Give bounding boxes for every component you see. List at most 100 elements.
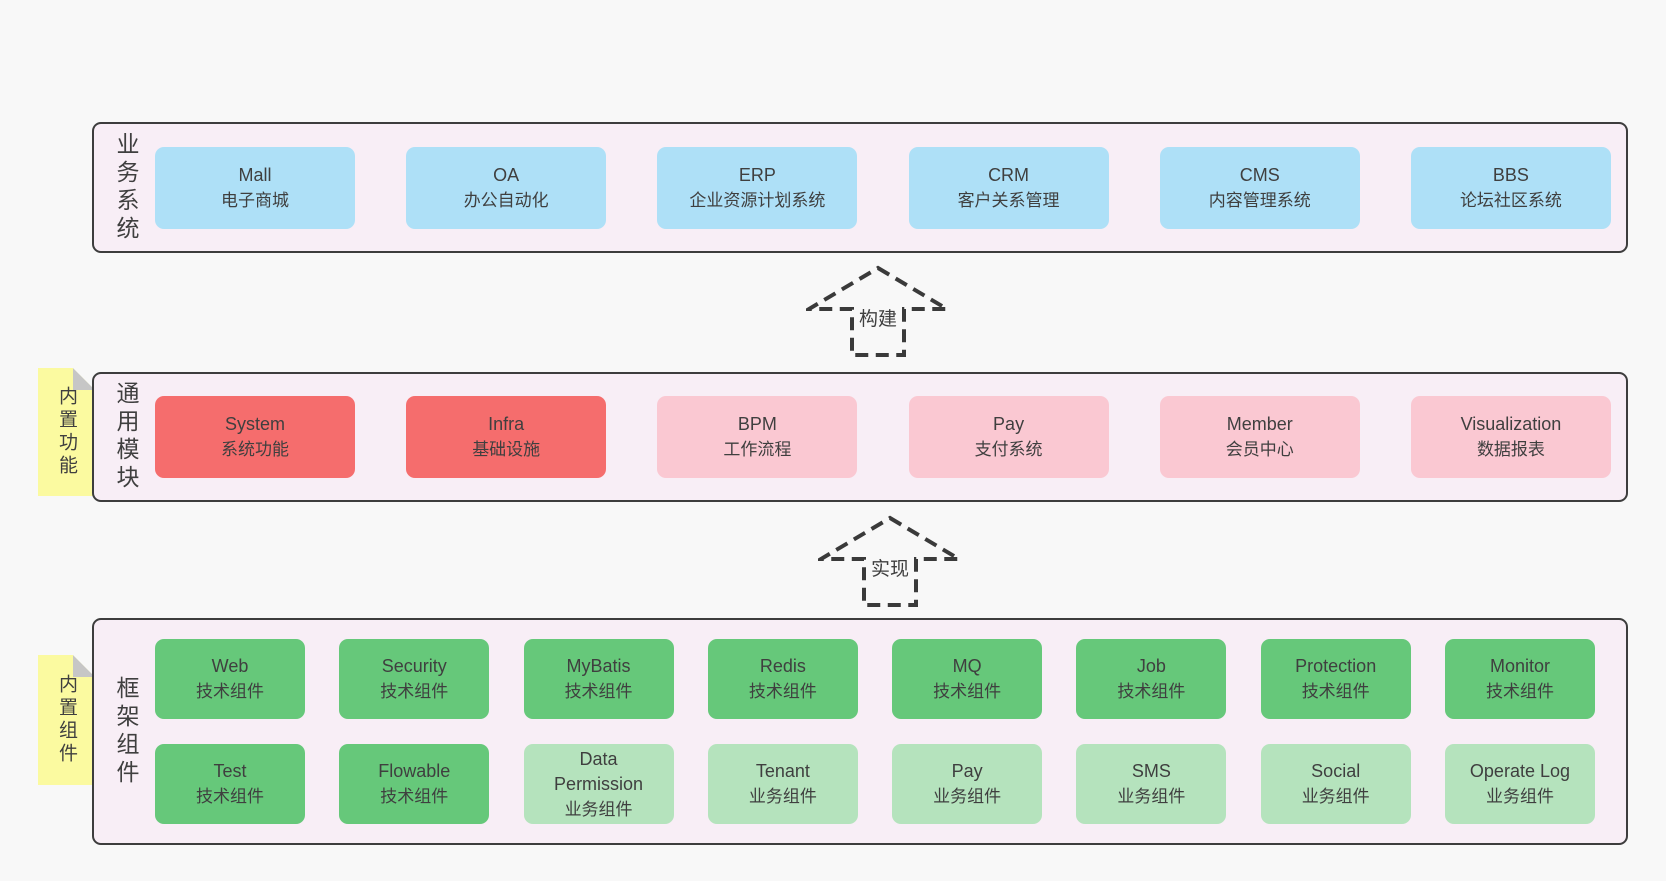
module-subtitle: 技术组件 <box>564 682 633 701</box>
sticky-note-built-in-components: 内置组件 <box>38 655 95 785</box>
module-subtitle: 业务组件 <box>1485 787 1554 806</box>
module-box-web: Web 技术组件 <box>155 639 305 719</box>
module-box-mq: MQ 技术组件 <box>892 639 1043 719</box>
module-name: Web <box>211 656 249 676</box>
sticky-note-built-in-features: 内置功能 <box>38 368 95 496</box>
module-box-tenant: Tenant 业务组件 <box>707 744 858 824</box>
module-name: System <box>224 414 285 434</box>
module-box-crm: CRM 客户关系管理 <box>908 146 1109 229</box>
module-name: SMS <box>1131 761 1171 781</box>
module-box-protection: Protection 技术组件 <box>1260 639 1411 719</box>
module-box-monitor: Monitor 技术组件 <box>1444 639 1595 719</box>
module-subtitle: 技术组件 <box>933 682 1002 701</box>
module-name: Protection <box>1295 656 1377 676</box>
module-box-social: Social 业务组件 <box>1260 744 1411 824</box>
module-name: BBS <box>1492 164 1529 185</box>
module-box-flowable: Flowable 技术组件 <box>339 744 490 824</box>
module-subtitle: 电子商城 <box>221 190 289 210</box>
module-name: BPM <box>737 414 777 434</box>
module-name: ERP <box>738 164 776 185</box>
up-arrow-icon <box>806 265 950 357</box>
module-subtitle: 技术组件 <box>1117 682 1186 701</box>
module-subtitle: 业务组件 <box>933 787 1002 806</box>
module-subtitle: 技术组件 <box>380 682 449 701</box>
module-name: Data Permission <box>554 748 644 794</box>
module-box-redis: Redis 技术组件 <box>707 639 858 719</box>
arrow-label-build: 构建 <box>806 304 950 331</box>
module-box-security: Security 技术组件 <box>339 639 490 719</box>
module-box-oa: OA 办公自动化 <box>406 146 607 229</box>
module-name: Security <box>381 656 447 676</box>
up-arrow-icon <box>818 515 962 607</box>
module-subtitle: 技术组件 <box>748 682 817 701</box>
module-subtitle: 技术组件 <box>196 787 264 806</box>
up-arrow-build: 构建 <box>806 264 950 358</box>
module-name: Monitor <box>1489 656 1550 676</box>
module-subtitle: 工作流程 <box>723 440 792 459</box>
module-box-job: Job 技术组件 <box>1076 639 1227 719</box>
module-subtitle: 业务组件 <box>748 787 817 806</box>
arrow-label-implement: 实现 <box>818 554 962 581</box>
module-subtitle: 办公自动化 <box>463 190 549 210</box>
module-subtitle: 基础设施 <box>472 440 541 459</box>
module-box-bpm: BPM 工作流程 <box>657 396 858 478</box>
module-name: OA <box>493 164 520 185</box>
module-name: MQ <box>952 656 982 676</box>
module-name: Tenant <box>755 761 810 781</box>
module-subtitle: 技术组件 <box>196 682 264 701</box>
module-name: MyBatis <box>566 656 631 676</box>
sticky-note-label: 内置功能 <box>56 386 77 478</box>
module-name: Pay <box>993 414 1025 434</box>
section-business-systems: 业务系统 Mall 电子商城 OA 办公自动化 ERP 企业资源计划系统 CRM 客户关系管理… <box>92 122 1628 253</box>
module-box-mall: Mall 电子商城 <box>155 146 355 229</box>
module-box-operate-log: Operate Log 业务组件 <box>1444 744 1595 824</box>
module-subtitle: 技术组件 <box>380 787 449 806</box>
module-subtitle: 业务组件 <box>1301 787 1370 806</box>
section-label-common-modules: 通用模块 <box>113 381 139 493</box>
module-subtitle: 数据报表 <box>1476 440 1545 459</box>
module-subtitle: 系统功能 <box>221 440 289 459</box>
module-name: Flowable <box>378 761 451 781</box>
module-box-sms: SMS 业务组件 <box>1076 744 1227 824</box>
module-name: CRM <box>988 164 1030 185</box>
module-subtitle: 技术组件 <box>1485 682 1554 701</box>
module-subtitle: 企业资源计划系统 <box>689 190 826 210</box>
module-subtitle: 客户关系管理 <box>957 190 1060 210</box>
module-name: Operate Log <box>1469 761 1570 781</box>
module-name: Pay <box>951 761 983 781</box>
module-name: Mall <box>238 164 272 185</box>
up-arrow-implement: 实现 <box>818 514 962 608</box>
module-subtitle: 技术组件 <box>1301 682 1370 701</box>
module-box-pay: Pay 业务组件 <box>892 744 1043 824</box>
module-subtitle: 业务组件 <box>564 799 633 819</box>
module-subtitle: 内容管理系统 <box>1208 190 1311 210</box>
module-box-pay: Pay 支付系统 <box>908 396 1109 478</box>
module-box-mybatis: MyBatis 技术组件 <box>523 639 674 719</box>
module-box-test: Test 技术组件 <box>155 744 305 824</box>
module-name: Job <box>1136 656 1166 676</box>
module-box-data-permission: Data Permission 业务组件 <box>523 744 674 824</box>
section-label-business-systems: 业务系统 <box>113 131 139 244</box>
module-subtitle: 业务组件 <box>1117 787 1186 806</box>
module-box-system: System 系统功能 <box>155 396 355 478</box>
module-name: Social <box>1311 761 1361 781</box>
module-name: Redis <box>759 656 806 676</box>
arrow-label-text: 构建 <box>855 308 900 331</box>
module-subtitle: 支付系统 <box>974 440 1043 459</box>
section-label-framework-components: 框架组件 <box>113 675 139 788</box>
module-box-erp: ERP 企业资源计划系统 <box>657 146 858 229</box>
module-name: Test <box>213 761 247 781</box>
